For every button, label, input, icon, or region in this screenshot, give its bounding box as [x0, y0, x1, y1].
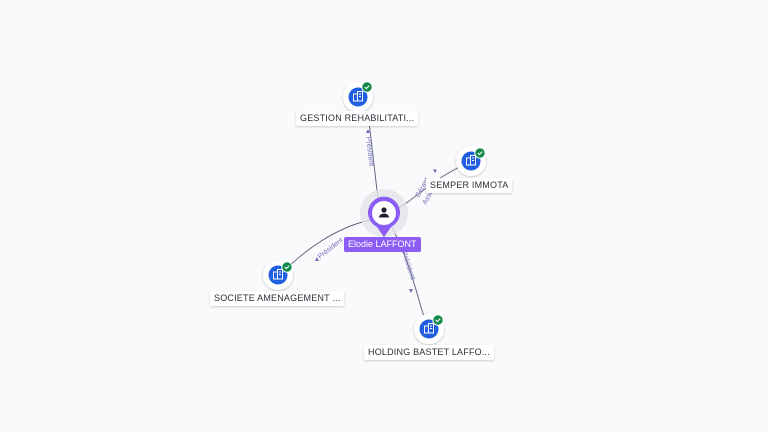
arrow-holding — [409, 289, 413, 293]
company-node-societe[interactable] — [263, 260, 293, 290]
company-node-semper[interactable] — [456, 146, 486, 176]
company-node-gestion[interactable] — [343, 81, 373, 112]
verified-check-icon — [361, 81, 373, 93]
edge-label-gestion: Président — [364, 136, 375, 166]
edge-label-societe: Président — [317, 237, 345, 261]
edge-label-holding: Président — [400, 250, 416, 280]
company-node-holding[interactable] — [414, 314, 444, 344]
person-label[interactable]: Elodie LAFFONT — [344, 237, 421, 252]
verified-check-icon — [432, 314, 444, 326]
verified-check-icon — [281, 261, 293, 273]
company-label-semper[interactable]: SEMPER IMMOTA — [426, 178, 513, 193]
company-label-gestion[interactable]: GESTION REHABILITATI... — [296, 111, 419, 126]
person-icon — [379, 207, 389, 218]
verified-check-icon — [474, 147, 486, 159]
company-label-societe[interactable]: SOCIETE AMENAGEMENT ... — [210, 291, 345, 306]
building-icon — [273, 269, 283, 280]
arrow-semper — [433, 169, 437, 173]
company-label-holding[interactable]: HOLDING BASTET LAFFO... — [364, 345, 494, 360]
arrow-gestion — [366, 129, 370, 133]
building-icon — [353, 91, 363, 102]
building-icon — [466, 155, 476, 166]
arrow-societe — [315, 257, 319, 261]
building-icon — [424, 323, 434, 334]
edge-gestion — [367, 112, 379, 200]
person-node[interactable] — [360, 189, 408, 237]
